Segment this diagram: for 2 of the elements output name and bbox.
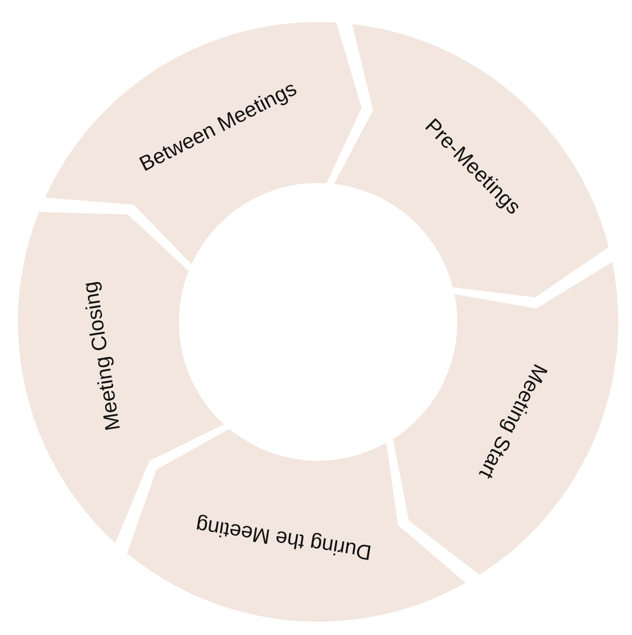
segment-label: Meeting Closing (78, 280, 126, 432)
segment-label: During the Meeting (194, 512, 374, 564)
